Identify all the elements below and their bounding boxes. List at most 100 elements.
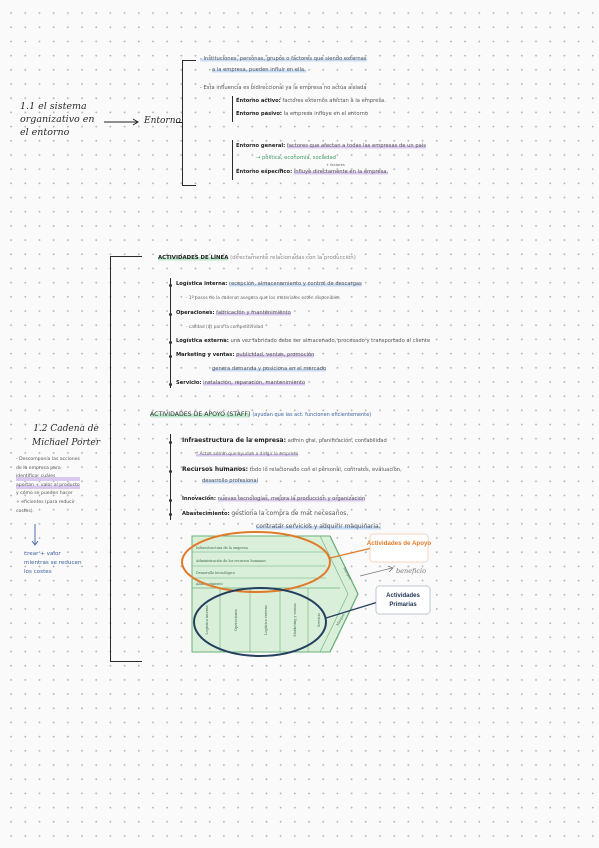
item-text: a la empresa, pueden influir en ella. [212, 67, 306, 73]
primary-col-label: Servicio [317, 613, 321, 627]
arrow-down-icon [31, 524, 39, 546]
bracket [182, 60, 183, 186]
text: genera demanda y posiciona en el mercado [212, 366, 327, 372]
desc-line: + eficientes (para reducir [16, 499, 75, 505]
bullet [169, 441, 172, 444]
section1-item: - Esta influencia es bidireccional ya la… [200, 85, 367, 91]
header-text: ACTIVIDADES DE LÍNEA [158, 255, 229, 261]
text: gestiona la compra de mat necesarios, [231, 510, 349, 517]
support-row-label: Infraestructura de la empresa [196, 546, 248, 550]
text: desarrollo profesional [202, 478, 259, 484]
line-item: Logística externa: una vez fabricado deb… [176, 338, 430, 344]
section2-desc: - Descomponía las acciones de la empresa… [16, 456, 80, 516]
benefit-arrow [359, 567, 393, 577]
bullet [169, 470, 172, 473]
bullet [169, 513, 172, 516]
primary-callout-label: Actividades [386, 593, 420, 599]
bullet [169, 383, 172, 386]
text: publicidad, ventas, promoción [236, 352, 315, 358]
desc-line: y cómo se pueden hacer [16, 491, 73, 497]
header-note: (directamente relacionadas con la produc… [230, 255, 356, 261]
line-item-note: · calidad (q) para la competitividad [186, 325, 264, 330]
text: fabricación y mantenimiento [216, 310, 291, 316]
bracket [176, 122, 183, 123]
section1-title-line: 1.1 el sistema [20, 101, 87, 112]
item-text: - Esta influencia es bidireccional ya la… [200, 85, 367, 91]
line-item: Marketing y ventas: publicidad, ventas, … [176, 352, 315, 358]
entorno-label: Entorno [144, 116, 181, 126]
section2-title-line: 1.2 Cadena de [33, 424, 99, 434]
line-item: Logística interna: recepción, almacenami… [176, 281, 362, 287]
text: todo lo relacionado con el personal, con… [249, 467, 402, 473]
label: Entorno activo: [236, 98, 281, 104]
support-item: Abastecimiento: gestiona la compra de ma… [182, 510, 348, 517]
label: Logística externa: [176, 338, 229, 344]
margin-line [319, 593, 349, 653]
entorno-pasivo: Entorno pasivo: la empresa influye en el… [236, 111, 368, 117]
support-item: Infraestructura de la empresa: admin gra… [182, 437, 387, 444]
bracket [110, 256, 111, 662]
text: factores que afectan a todas las empresa… [286, 143, 426, 149]
text: la empresa influye en el entorno [283, 111, 369, 117]
arrow-right-icon [104, 118, 139, 126]
benefit-label: beneficio [396, 567, 426, 575]
section1-title: 1.1 el sistema organizativo en el entorn… [20, 100, 95, 139]
text: factores externos afectan a la empresa. [282, 98, 386, 104]
entorno-general-sub: → política, economía, sociedad [256, 155, 336, 161]
item-text: - Instituciones, personas, grupos o fact… [200, 56, 367, 62]
value-chain-shape [191, 535, 359, 653]
label: Operaciones: [176, 310, 215, 316]
text: nuevas tecnologías, mejora la producción… [217, 496, 366, 502]
bracket [110, 256, 142, 257]
text: admin gral, planificación, contabilidad [287, 438, 387, 444]
primary-oval [193, 587, 327, 657]
label: Recursos humanos: [182, 466, 249, 473]
result-line: los costes [24, 569, 52, 575]
primary-col-label: Operaciones [234, 609, 238, 631]
primary-col-label: Marketing y ventas [293, 603, 297, 637]
specific-note: + factores [326, 163, 345, 167]
section2-title: 1.2 Cadena de Michael Porter [30, 422, 102, 450]
arrow-right-icon [387, 565, 394, 573]
primary-callout-line [325, 601, 379, 619]
support-item: Innovación: nuevas tecnologías, mejora l… [182, 496, 366, 502]
label: Infraestructura de la empresa: [182, 437, 286, 444]
support-callout-line [329, 547, 373, 559]
support-oval [181, 531, 331, 593]
text: influye directamente en la empresa. [293, 169, 389, 175]
primary-col-label: Logística interna [205, 605, 209, 634]
entorno-general: Entorno general: factores que afectan a … [236, 143, 426, 149]
section1-title-line: el entorno [20, 127, 70, 138]
section2-result: crear + valor mientras se reducen los co… [24, 550, 82, 577]
margin-label: Margen [342, 567, 353, 581]
bracket [170, 278, 171, 388]
bullet [169, 313, 172, 316]
label: Logística interna: [176, 281, 228, 287]
line-item: Servicio: instalación, reparación, mante… [176, 380, 306, 386]
desc-line: de la empresa para [16, 465, 61, 471]
line-item-note: · 1º pasos de la cadena, asegura que los… [186, 296, 340, 301]
label: Abastecimiento: [182, 511, 230, 517]
header-note: (ayudan que las act. funcionen eficiente… [252, 412, 372, 418]
value-chain-diagram: Infraestructura de la empresa Administra… [181, 531, 431, 657]
bracket [232, 96, 233, 122]
primary-columns: Logística interna Operaciones Logística … [205, 588, 321, 652]
support-row-label: Administración de los recursos humanos [195, 559, 266, 563]
desc-line: - Descomponía las acciones [16, 457, 80, 462]
label: Innovación: [182, 496, 216, 502]
bracket [182, 60, 196, 61]
text: instalación, reparación, mantenimiento [203, 380, 306, 386]
support-row-label: Abastecimiento [195, 582, 223, 586]
support-item-note: * Actos admin que ayudan a dirigir la em… [196, 452, 299, 457]
bullet [169, 284, 172, 287]
label: Marketing y ventas: [176, 352, 235, 358]
text: recepción, almacenamiento y control de d… [229, 281, 362, 287]
desc-line: costes). [16, 508, 35, 514]
margin-label: Margen [335, 612, 346, 626]
result-line: mientras se reducen [24, 560, 82, 566]
support-header: ACTIVIDADES DE APOYO (STAFF) (ayudan que… [150, 411, 371, 418]
header-text: ACTIVIDADES DE APOYO (STAFF) [150, 411, 251, 418]
line-header: ACTIVIDADES DE LÍNEA (directamente relac… [158, 255, 356, 261]
section1-item: - Instituciones, personas, grupos o fact… [200, 56, 367, 62]
section2-title-line: Michael Porter [31, 438, 101, 448]
